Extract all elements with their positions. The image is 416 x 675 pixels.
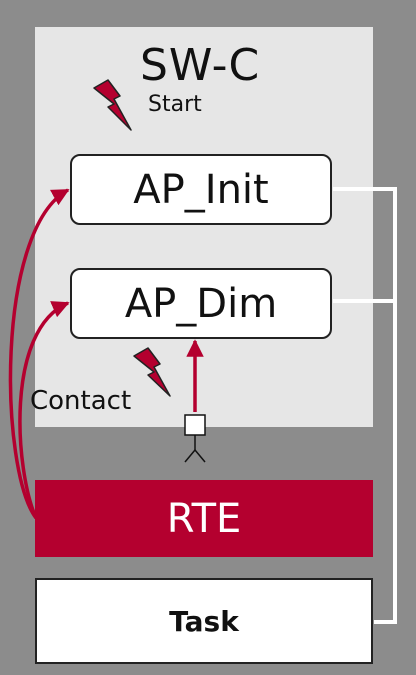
sensor-contact-icon	[184, 414, 206, 463]
lightning-icon	[93, 79, 132, 131]
contact-label: Contact	[30, 386, 132, 416]
runnable-ap-init: AP_Init	[70, 154, 332, 225]
runnable-ap-dim: AP_Dim	[70, 268, 332, 339]
task-box: Task	[35, 578, 373, 664]
task-connector-lines	[333, 187, 397, 624]
rte-activation-arrows	[8, 188, 204, 520]
task-label: Task	[169, 604, 239, 638]
rte-box: RTE	[35, 480, 373, 557]
swc-title: SW-C	[140, 40, 261, 91]
runnable-ap-dim-label: AP_Dim	[124, 280, 278, 327]
lightning-icon	[133, 347, 171, 397]
arrow-rte-to-ap-dim	[18, 301, 70, 519]
runnable-ap-init-label: AP_Init	[133, 166, 269, 213]
connector-ap-init	[333, 187, 397, 624]
arrow-rte-to-ap-init	[8, 188, 70, 520]
start-label: Start	[148, 92, 202, 117]
swc-component-box	[35, 27, 373, 427]
rte-label: RTE	[166, 495, 242, 542]
